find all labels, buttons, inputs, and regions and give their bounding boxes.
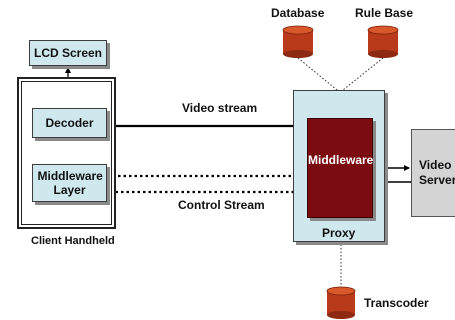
transcoder-label: Transcoder — [364, 296, 429, 310]
database-label: Database — [271, 6, 325, 20]
video-stream-label: Video stream — [182, 101, 258, 115]
video-server-box: Video Server — [411, 129, 455, 217]
control-stream-label: Control Stream — [178, 198, 265, 212]
proxy-middleware-label: Middleware — [308, 153, 374, 167]
client-handheld-label: Client Handheld — [31, 235, 115, 247]
database-cylinder-icon — [282, 25, 314, 58]
middleware-layer-label: Middleware Layer — [37, 169, 103, 197]
lcd-screen-box: LCD Screen — [29, 40, 107, 66]
middleware-layer-box: Middleware Layer — [32, 164, 107, 202]
decoder-box: Decoder — [32, 108, 107, 138]
video-server-label: Video Server — [419, 158, 455, 187]
database-connector — [297, 57, 338, 91]
decoder-label: Decoder — [45, 116, 94, 130]
proxy-middleware-box: Middleware — [307, 118, 373, 218]
rule-base-label: Rule Base — [355, 6, 414, 20]
lcd-screen-label: LCD Screen — [33, 46, 103, 60]
proxy-label: Proxy — [322, 226, 356, 240]
transcoder-cylinder-icon — [326, 286, 356, 319]
rule-base-cylinder-icon — [367, 25, 399, 58]
rulebase-connector — [342, 57, 384, 91]
client-handheld-box — [17, 77, 116, 229]
